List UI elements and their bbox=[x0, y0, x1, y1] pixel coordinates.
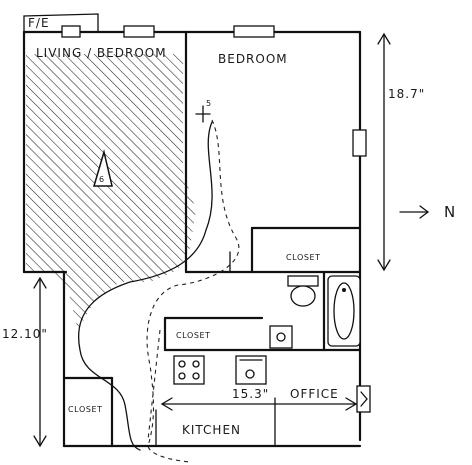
office-label: OFFICE bbox=[290, 387, 339, 401]
stove bbox=[173, 355, 205, 385]
height-left-label: 12.10" bbox=[2, 327, 48, 341]
cooktop bbox=[235, 355, 267, 385]
fe-bracket bbox=[23, 13, 99, 33]
dashed-wall-line bbox=[147, 329, 161, 441]
height-right-label: 18.7" bbox=[388, 87, 425, 101]
outer-walls bbox=[22, 30, 362, 448]
point-6-marker: 6 bbox=[92, 149, 113, 187]
dimension-right: 18.7" bbox=[377, 32, 425, 272]
fe-label: F/E bbox=[28, 16, 50, 30]
dashed-path-line bbox=[146, 119, 240, 463]
bathtub bbox=[327, 275, 361, 347]
north-label: N bbox=[444, 203, 455, 221]
kitchen-label: KITCHEN bbox=[182, 423, 241, 437]
width-bottom-label: 15.3" bbox=[232, 387, 269, 401]
windows bbox=[61, 25, 371, 413]
hatched-living-area bbox=[26, 54, 196, 330]
living-bedroom-label: LIVING / BEDROOM bbox=[36, 46, 167, 60]
dimension-bottom: 15.3" bbox=[160, 387, 358, 411]
point-6-label: 6 bbox=[99, 175, 105, 184]
interior-walls bbox=[62, 30, 362, 448]
sink bbox=[269, 325, 293, 349]
point-5-label: 5 bbox=[206, 99, 212, 108]
closet-upper-label: CLOSET bbox=[286, 253, 321, 262]
closet-middle-label: CLOSET bbox=[176, 331, 211, 340]
closet-lower-label: CLOSET bbox=[68, 405, 103, 414]
dimension-left: 12.10" bbox=[2, 276, 48, 448]
point-5-marker: 5 bbox=[195, 99, 212, 123]
north-arrow: N bbox=[399, 203, 455, 221]
bedroom-label: BEDROOM bbox=[218, 52, 288, 66]
wavy-path-line bbox=[78, 121, 213, 451]
toilet bbox=[287, 275, 319, 307]
